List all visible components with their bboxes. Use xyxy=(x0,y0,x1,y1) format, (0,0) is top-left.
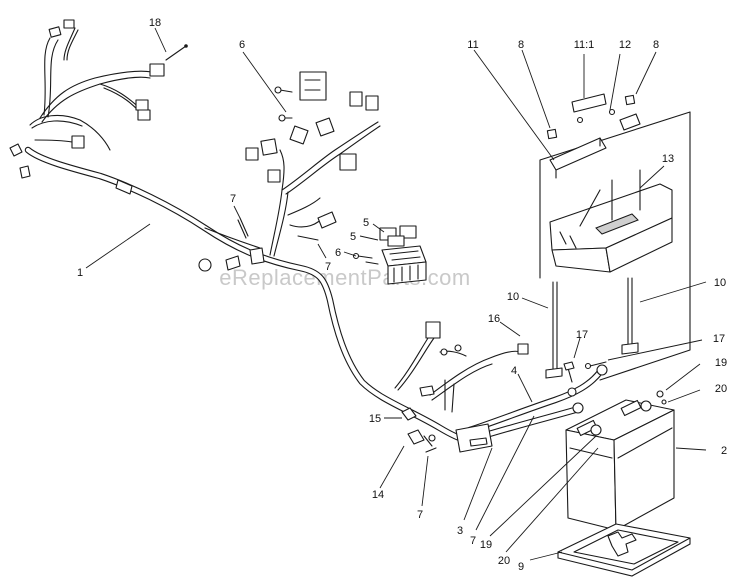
harness-end-connector xyxy=(455,423,493,453)
battery xyxy=(563,361,675,531)
callout-5: 5 xyxy=(350,231,356,243)
callout-13: 13 xyxy=(662,153,674,165)
battery-bracket xyxy=(549,137,607,171)
callout-16: 16 xyxy=(488,313,500,325)
callout-5: 5 xyxy=(363,217,369,229)
callout-6: 6 xyxy=(335,247,341,259)
battery-cover-assembly xyxy=(539,93,691,381)
callout-3: 3 xyxy=(457,525,463,537)
callout-10: 10 xyxy=(714,277,726,289)
callout-20: 20 xyxy=(715,383,727,395)
battery-tray xyxy=(557,523,691,577)
callout-11-1: 11:1 xyxy=(574,39,595,51)
wire-harness xyxy=(9,19,608,453)
grommet-icon xyxy=(198,258,212,272)
callout-18: 18 xyxy=(149,17,161,29)
battery-terminal-icon xyxy=(590,424,602,436)
watermark-text: eReplacementParts.com xyxy=(219,265,470,290)
connector-plug-icon xyxy=(149,63,165,77)
callout-7: 7 xyxy=(230,193,236,205)
callout-4: 4 xyxy=(511,365,517,377)
callout-14: 14 xyxy=(372,489,384,501)
callout-1: 1 xyxy=(77,267,83,279)
callout-11: 11 xyxy=(467,39,478,51)
callout-12: 12 xyxy=(619,39,631,51)
callout-labels: 18 6 11 8 11:1 12 8 13 7 5 5 6 7 1 10 10… xyxy=(77,17,727,573)
callout-9: 9 xyxy=(518,561,524,573)
callout-7: 7 xyxy=(417,509,423,521)
relay-bracket xyxy=(299,71,327,101)
clip-icon xyxy=(401,407,417,421)
leader-lines xyxy=(85,27,707,561)
callout-8: 8 xyxy=(518,39,524,51)
callout-19: 19 xyxy=(715,357,727,369)
callout-7: 7 xyxy=(470,535,476,547)
callout-17: 17 xyxy=(713,333,725,345)
plug-connector-icon xyxy=(425,321,441,339)
callout-17: 17 xyxy=(576,329,588,341)
callout-8: 8 xyxy=(653,39,659,51)
fuse-holder-icon xyxy=(339,153,357,171)
callout-15: 15 xyxy=(369,413,381,425)
callout-19: 19 xyxy=(480,539,492,551)
callout-20: 20 xyxy=(498,555,510,567)
callout-7: 7 xyxy=(325,261,331,273)
callout-2: 2 xyxy=(721,445,727,457)
callout-10: 10 xyxy=(507,291,519,303)
callout-6: 6 xyxy=(239,39,245,51)
